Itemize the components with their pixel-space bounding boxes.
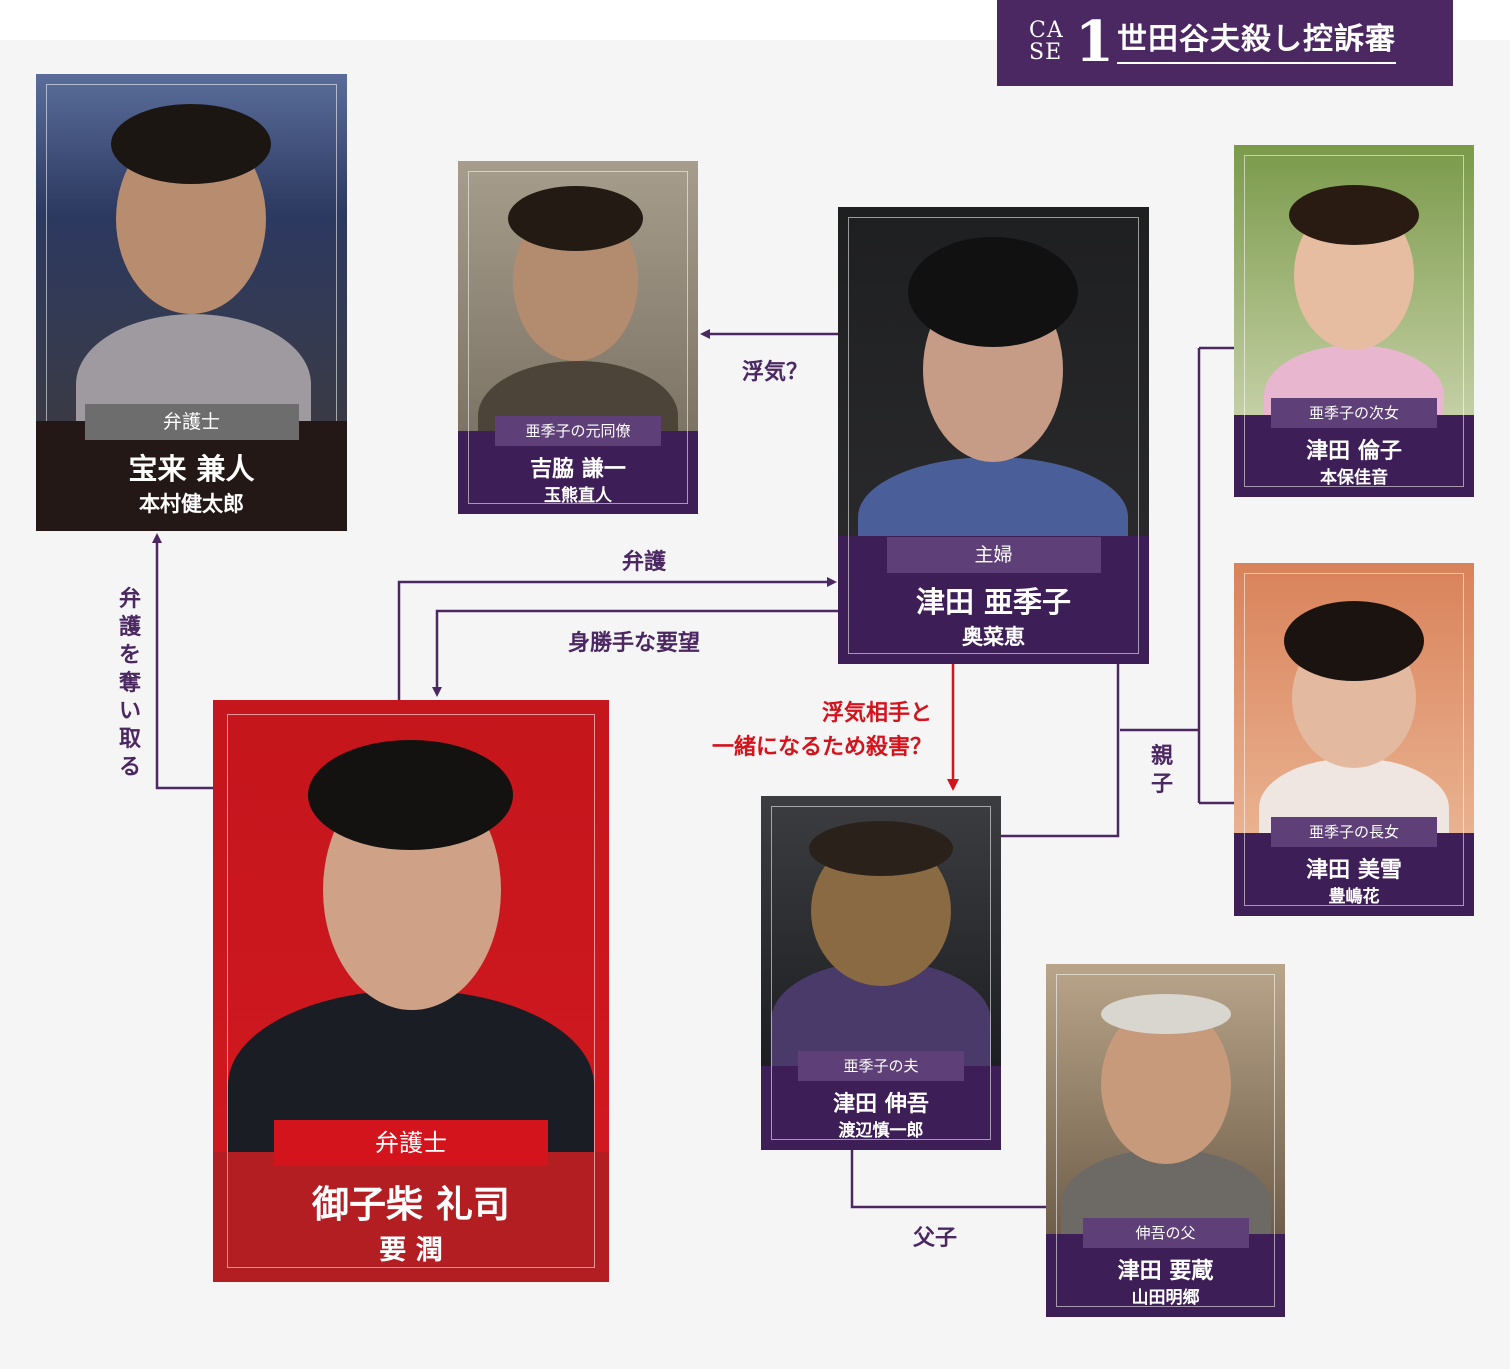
role-mikoshiba: 弁護士 [274, 1120, 548, 1166]
steal-arrow [152, 533, 213, 790]
name-miyuki: 津田 美雪 [1306, 857, 1402, 883]
case-number: 1 [1075, 9, 1114, 75]
card-yoshiwaki[interactable]: 亜季子の元同僚 吉脇 謙一 玉熊直人 [458, 161, 698, 514]
portrait-mikoshiba [213, 700, 609, 1180]
actor-horai: 本村健太郎 [139, 491, 244, 516]
label-selfish-request: 身勝手な要望 [568, 630, 701, 656]
name-horai: 宝来 兼人 [128, 452, 255, 486]
request-arrow [432, 609, 838, 697]
label-affair: 浮気？ [742, 359, 809, 385]
card-miyuki[interactable]: 亜季子の長女 津田 美雪 豊嶋花 [1234, 563, 1474, 916]
actor-mikoshiba: 要 潤 [379, 1235, 443, 1266]
name-yoshiwaki: 吉脇 謙一 [530, 456, 626, 482]
label-parent-child: 親子 [1150, 743, 1173, 797]
name-rinko: 津田 倫子 [1306, 438, 1402, 464]
card-horai[interactable]: 弁護士 宝来 兼人 本村健太郎 [36, 74, 347, 531]
actor-rinko: 本保佳音 [1320, 468, 1388, 488]
role-rinko: 亜季子の次女 [1271, 398, 1437, 428]
case-header: CA SE 1 世田谷夫殺し控訴審 [997, 0, 1453, 86]
name-akiko: 津田 亜季子 [915, 585, 1072, 619]
role-horai: 弁護士 [84, 404, 299, 440]
portrait-miyuki [1234, 563, 1474, 858]
portrait-rinko [1234, 145, 1474, 445]
portrait-yozo [1046, 964, 1285, 1259]
role-yozo: 伸吾の父 [1082, 1218, 1249, 1248]
card-mikoshiba[interactable]: 弁護士 御子柴 礼司 要 潤 [213, 700, 609, 1282]
role-miyuki: 亜季子の長女 [1271, 817, 1437, 847]
case-label-top: CA [1029, 18, 1064, 43]
portrait-yoshiwaki [458, 161, 698, 471]
card-akiko[interactable]: 主婦 津田 亜季子 奥菜恵 [838, 207, 1149, 664]
portrait-akiko [838, 207, 1149, 577]
card-rinko[interactable]: 亜季子の次女 津田 倫子 本保佳音 [1234, 145, 1474, 497]
actor-yoshiwaki: 玉熊直人 [544, 486, 612, 506]
actor-yozo: 山田明郷 [1131, 1288, 1200, 1308]
parent-child-line [1000, 664, 1120, 838]
label-murder-line1: 浮気相手と [821, 700, 932, 726]
portrait-shingo [761, 796, 1001, 1081]
label-defense: 弁護 [622, 549, 667, 575]
role-yoshiwaki: 亜季子の元同僚 [495, 416, 661, 446]
label-murder-line2: 一緒になるため殺害？ [711, 734, 932, 760]
case-label: CA SE [1029, 20, 1064, 64]
actor-miyuki: 豊嶋花 [1328, 887, 1380, 907]
portrait-horai [36, 74, 347, 454]
name-shingo: 津田 伸吾 [833, 1091, 929, 1117]
father-son-line [850, 1150, 1046, 1209]
case-label-bottom: SE [1029, 40, 1063, 65]
name-mikoshiba: 御子柴 礼司 [312, 1182, 510, 1226]
role-akiko: 主婦 [886, 537, 1101, 573]
name-yozo: 津田 要蔵 [1117, 1258, 1214, 1284]
card-shingo[interactable]: 亜季子の夫 津田 伸吾 渡辺慎一郎 [761, 796, 1001, 1150]
actor-akiko: 奥菜恵 [962, 624, 1025, 649]
card-yozo[interactable]: 伸吾の父 津田 要蔵 山田明郷 [1046, 964, 1285, 1317]
label-murder: 浮気相手と 一緒になるため殺害？ [660, 696, 932, 764]
label-steal-defense: 弁護を奪い取る [118, 586, 141, 780]
actor-shingo: 渡辺慎一郎 [838, 1121, 924, 1141]
case-title: 世田谷夫殺し控訴審 [1117, 20, 1396, 64]
role-shingo: 亜季子の夫 [798, 1051, 964, 1081]
defense-arrow [397, 577, 837, 700]
label-father-son: 父子 [913, 1225, 958, 1251]
